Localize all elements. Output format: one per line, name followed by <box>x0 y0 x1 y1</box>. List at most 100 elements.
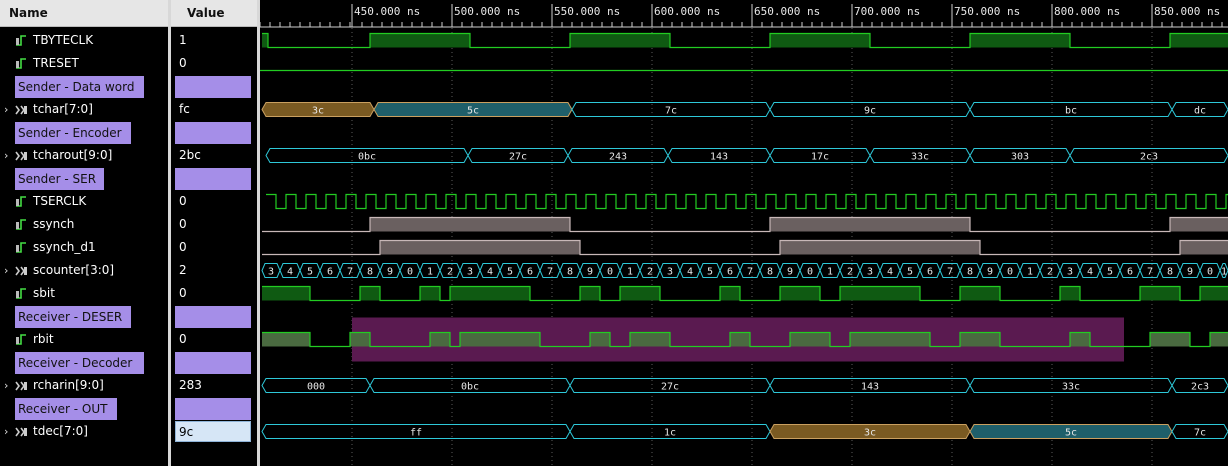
expand-chevron-icon[interactable]: › <box>4 264 9 277</box>
bus-value-label: 7 <box>1147 267 1153 278</box>
bus-value-label: 9 <box>987 267 993 278</box>
timeline-label: 800.000 ns <box>1054 5 1120 18</box>
signal-row-tdec[interactable]: ›tdec[7:0] <box>0 420 168 443</box>
bus-value-label: 17c <box>811 152 829 163</box>
wave-high-fill <box>350 332 370 347</box>
signal-row-rbit[interactable]: rbit <box>0 328 168 351</box>
bit-waveform-tserclk <box>266 193 1228 210</box>
wave-high-fill <box>360 286 380 301</box>
value-wave-splitter[interactable] <box>257 0 260 466</box>
wave-high-fill <box>580 286 600 301</box>
bus-value-label: 1 <box>827 267 833 278</box>
signal-row-scounter[interactable]: ›scounter[3:0] <box>0 259 168 282</box>
signal-name-label: rbit <box>33 332 54 346</box>
bus-value-label: 9 <box>787 267 793 278</box>
wave-high-fill <box>570 33 670 48</box>
bus-value-label: 143 <box>710 152 728 163</box>
wave-high-fill <box>1170 217 1228 232</box>
bus-value-label: 6 <box>927 267 933 278</box>
timeline-label: 850.000 ns <box>1154 5 1220 18</box>
bus-value-label: 6 <box>527 267 533 278</box>
bus-value-label: 7 <box>347 267 353 278</box>
bit-signal-icon <box>16 219 26 230</box>
group-divider-grp_sender_data[interactable]: Sender - Data word <box>15 76 144 98</box>
signal-name-label: tchar[7:0] <box>33 102 93 116</box>
wave-high-fill <box>790 332 830 347</box>
wave-high-fill <box>720 286 740 301</box>
signal-value-row-ssynch: 0 <box>171 213 257 236</box>
bus-value-label: 5 <box>507 267 513 278</box>
wave-high-fill <box>1150 332 1190 347</box>
signal-value-tdec[interactable]: 9c <box>175 421 251 442</box>
group-divider-grp_sender_enc[interactable]: Sender - Encoder <box>15 122 131 144</box>
wave-high-fill <box>1200 286 1228 301</box>
expand-chevron-icon[interactable]: › <box>4 379 9 392</box>
wave-high-fill <box>1210 332 1228 347</box>
signal-value-row-scounter: 2 <box>171 259 257 282</box>
signal-row-tserclk[interactable]: TSERCLK <box>0 190 168 213</box>
signal-row-ssynch[interactable]: ssynch <box>0 213 168 236</box>
group-divider-grp_recv_out[interactable]: Receiver - OUT <box>15 398 118 420</box>
signal-name-label: ssynch <box>33 217 75 231</box>
wave-high-fill <box>770 217 970 232</box>
signal-row-tchar[interactable]: › tchar[7:0] <box>0 98 168 121</box>
bus-value-label: 0 <box>407 267 413 278</box>
bus-value-label: 243 <box>609 152 627 163</box>
signal-value-tcharout: 2bc <box>179 148 201 162</box>
signal-row-ssynch_d1[interactable]: ssynch_d1 <box>0 236 168 259</box>
bus-value-label: 7c <box>1194 428 1206 439</box>
signal-row-tbyteclk[interactable]: TBYTECLK <box>0 29 168 52</box>
bus-segment-tdec <box>1171 424 1228 439</box>
timeline-label: 600.000 ns <box>654 5 720 18</box>
group-divider-grp_sender_ser[interactable]: Sender - SER <box>15 168 105 190</box>
group-divider-grp_recv_deser[interactable]: Receiver - DESER <box>15 306 131 328</box>
expand-chevron-icon[interactable]: › <box>4 149 9 162</box>
bus-value-label: 0bc <box>461 382 479 393</box>
bus-value-label: 7 <box>947 267 953 278</box>
group-divider-grp_recv_dec[interactable]: Receiver - Decoder <box>15 352 144 374</box>
bus-value-label: 5 <box>1107 267 1113 278</box>
bus-value-label: 8 <box>1167 267 1173 278</box>
group-divider-value-grp_recv_out <box>175 398 251 420</box>
timeline-label: 450.000 ns <box>354 5 420 18</box>
signal-name-label: rcharin[9:0] <box>33 378 104 392</box>
bus-value-label: 5c <box>467 106 479 117</box>
bus-signal-icon <box>15 151 27 161</box>
bus-value-label: 33c <box>911 152 929 163</box>
expand-chevron-icon[interactable]: › <box>4 103 9 116</box>
bus-value-label: 0 <box>1207 267 1213 278</box>
bus-value-label: 0 <box>607 267 613 278</box>
bus-segment-tcharout <box>1069 148 1228 163</box>
bus-value-label: 2c3 <box>1140 152 1158 163</box>
bus-value-label: 303 <box>1011 152 1029 163</box>
name-value-splitter[interactable] <box>168 0 171 466</box>
bus-value-label: 3 <box>1067 267 1073 278</box>
signal-row-sbit[interactable]: sbit <box>0 282 168 305</box>
wave-high-fill <box>430 332 450 347</box>
bus-value-label: 4 <box>487 267 493 278</box>
group-divider-value-grp_sender_ser <box>175 168 251 190</box>
bus-value-label: 3c <box>864 428 876 439</box>
bus-value-label: 1 <box>1027 267 1033 278</box>
bus-value-label: 1 <box>427 267 433 278</box>
wave-high-fill <box>380 240 580 255</box>
bus-value-label: 2c3 <box>1191 382 1209 393</box>
group-divider-value-grp_sender_data <box>175 76 251 98</box>
signal-row-tcharout[interactable]: ›tcharout[9:0] <box>0 144 168 167</box>
expand-chevron-icon[interactable]: › <box>4 425 9 438</box>
wave-high-fill <box>262 286 310 301</box>
bus-signal-icon <box>15 381 27 391</box>
signal-name-label: sbit <box>33 286 55 300</box>
signal-name-label: TRESET <box>33 56 79 70</box>
bit-waveform-sbit <box>262 285 1228 302</box>
bus-value-label: 7 <box>547 267 553 278</box>
bus-value-label: 27c <box>661 382 679 393</box>
bit-signal-icon <box>16 242 26 253</box>
bus-value-label: 33c <box>1062 382 1080 393</box>
signal-row-rcharin[interactable]: › rcharin[9:0] <box>0 374 168 397</box>
signal-row-treset[interactable]: TRESET <box>0 52 168 75</box>
bus-segment-tchar <box>1171 102 1228 117</box>
bus-value-label: 8 <box>967 267 973 278</box>
signal-value-tchar: fc <box>179 102 190 116</box>
